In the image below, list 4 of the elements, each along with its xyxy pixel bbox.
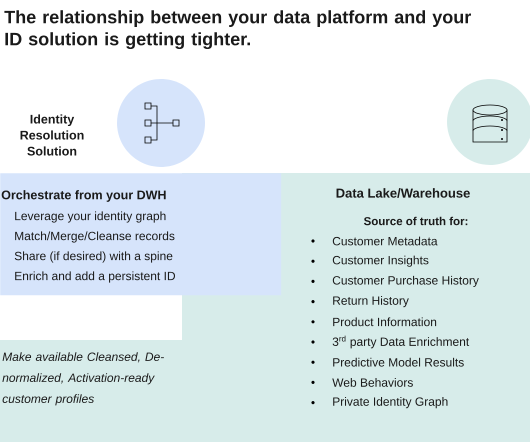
heading-label: Identity Resolution Solution	[20, 114, 84, 156]
panel: Orchestrate from your DWH Leverage your identity graph Match/Merge/Cleanse records Share (if desired) with a spine Enrich and add a persistent ID	[0, 173, 282, 296]
title: The relationship between your data platform and your ID solution is getting tighter.	[4, 10, 471, 50]
icon-circle	[117, 79, 205, 167]
